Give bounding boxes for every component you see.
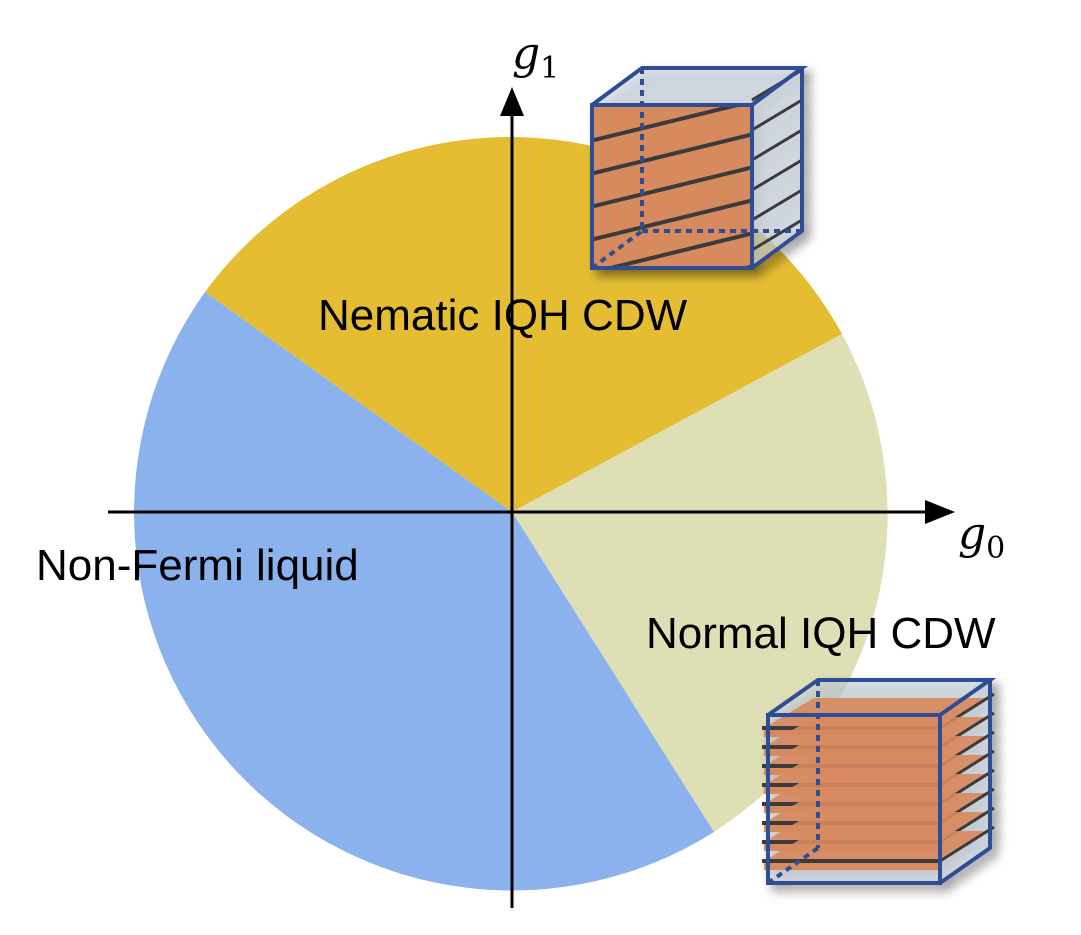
nematic-layer-edge [592, 132, 752, 176]
nematic-layer-edge [592, 198, 752, 242]
nematic-layer-edge [592, 165, 752, 209]
x-axis-label: g0 [958, 508, 1005, 566]
y-axis-subscript: 1 [540, 51, 559, 86]
nematic-side-edge [751, 128, 803, 162]
nfl-phase-label: Non-Fermi liquid [36, 541, 359, 590]
normal-phase-label: Normal IQH CDW [646, 609, 996, 658]
y-axis-label: g1 [512, 28, 559, 86]
axes [108, 87, 955, 908]
x-axis-subscript: 0 [986, 531, 1005, 566]
normal-layer-side-edge [939, 825, 995, 863]
nematic-side-edge [751, 158, 803, 192]
y-axis-arrowhead [500, 87, 524, 116]
x-axis-symbol: g [958, 508, 986, 559]
tilted-layered-cube-icon [590, 66, 809, 270]
nematic-side-edge [751, 98, 803, 132]
nematic-side-edge [751, 218, 803, 252]
normal-layer-front [764, 861, 940, 870]
sector-non-fermi-liquid [134, 292, 715, 891]
nematic-side-edge [751, 188, 803, 222]
stacked-layered-cube-icon [762, 678, 997, 885]
y-axis-symbol: g [512, 28, 540, 79]
x-axis-arrowhead [925, 500, 955, 524]
nematic-phase-label: Nematic IQH CDW [318, 291, 688, 340]
